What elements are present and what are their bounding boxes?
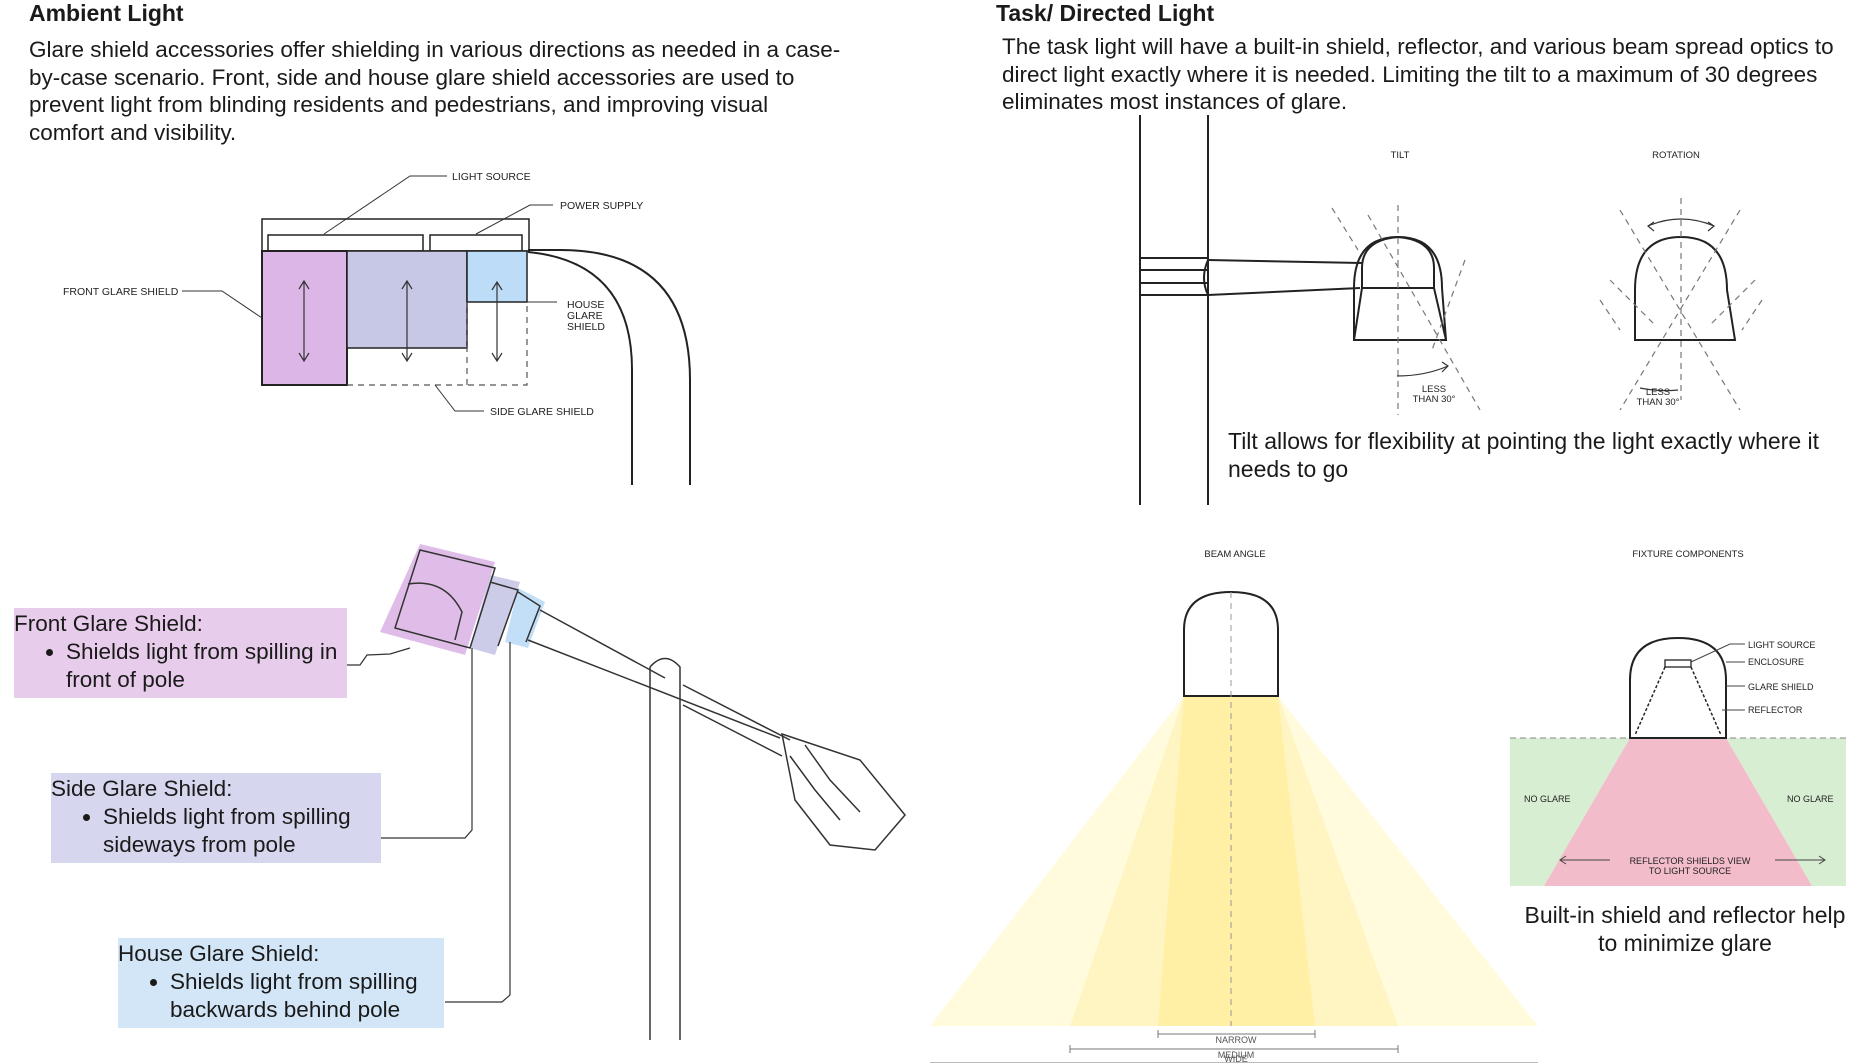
rotation-less-than-2: THAN 30° — [1637, 397, 1680, 408]
beam-medium-label: MEDIUM — [1218, 1050, 1255, 1060]
task-light-paragraph: The task light will have a built-in shie… — [1002, 34, 1834, 114]
side-glare-shield-bullet: Shields light from spilling sideways fro… — [103, 803, 381, 859]
streetlight-perspective — [347, 544, 906, 1040]
front-glare-shield-title: Front Glare Shield: — [14, 611, 203, 636]
no-glare-right-label: NO GLARE — [1787, 794, 1834, 804]
label-side-glare-shield: SIDE GLARE SHIELD — [490, 406, 594, 418]
front-glare-shield-bullet: Shields light from spilling in front of … — [66, 638, 347, 694]
tilt-rotation-diagram: TILT ROTATION LESS THAN 30° LESS THAN 30… — [1139, 115, 1763, 505]
front-glare-shield-box: Front Glare Shield: Shields light from s… — [14, 608, 347, 698]
fixture-components-diagram: FIXTURE COMPONENTS LIGHT SOURCE ENCLOSUR… — [1510, 549, 1846, 886]
house-glare-shield-title: House Glare Shield: — [118, 941, 320, 966]
no-glare-right-zone — [1726, 738, 1846, 886]
ambient-fixture-diagram: LIGHT SOURCE POWER SUPPLY FRONT GLARE SH… — [63, 171, 691, 485]
fixture-light-source-label: LIGHT SOURCE — [1748, 640, 1815, 650]
fixture-reflector-label: REFLECTOR — [1748, 705, 1803, 715]
label-light-source: LIGHT SOURCE — [452, 171, 531, 183]
house-glare-shield-bullet: Shields light from spilling backwards be… — [170, 968, 444, 1024]
reflector-view-label-2: TO LIGHT SOURCE — [1649, 866, 1731, 876]
reflector-view-label-1: REFLECTOR SHIELDS VIEW — [1630, 856, 1751, 866]
fixture-components-label: FIXTURE COMPONENTS — [1632, 549, 1743, 560]
rotation-less-than-1: LESS — [1646, 387, 1670, 398]
pole-arm-inner — [527, 251, 633, 485]
fixture-glare-shield-label: GLARE SHIELD — [1748, 682, 1814, 692]
ambient-light-paragraph: Glare shield accessories offer shielding… — [29, 37, 841, 145]
side-glare-shield-box: Side Glare Shield: Shields light from sp… — [51, 773, 381, 863]
label-house-glare-1: HOUSE — [567, 299, 604, 311]
label-house-glare-2: GLARE — [567, 310, 603, 322]
beam-angle-label: BEAM ANGLE — [1204, 549, 1265, 560]
no-glare-left-zone — [1510, 738, 1630, 886]
label-house-glare-3: SHIELD — [567, 321, 605, 333]
rotation-label: ROTATION — [1652, 150, 1700, 161]
side-glare-shield-title: Side Glare Shield: — [51, 776, 233, 801]
tilt-less-than-1: LESS — [1422, 384, 1446, 395]
glare-zone — [1544, 738, 1812, 886]
fixture-light-source — [1664, 659, 1692, 668]
beam-narrow-label: NARROW — [1216, 1035, 1258, 1045]
label-front-glare-shield: FRONT GLARE SHIELD — [63, 286, 179, 298]
house-glare-shield-box: House Glare Shield: Shields light from s… — [118, 938, 444, 1028]
beam-angle-diagram: BEAM ANGLE NARROW MEDIUM WIDE — [930, 549, 1538, 1063]
fixture-enclosure — [1629, 636, 1727, 739]
pole-arm-outer — [528, 249, 691, 485]
ambient-light-heading: Ambient Light — [29, 0, 184, 26]
light-source-box — [267, 234, 424, 252]
power-supply-box — [429, 234, 523, 252]
task-light-heading: Task/ Directed Light — [996, 0, 1215, 26]
beam-narrow — [1158, 696, 1315, 1026]
beam-wide-label: WIDE — [1224, 1054, 1248, 1063]
no-glare-left-label: NO GLARE — [1524, 794, 1571, 804]
tilt-label: TILT — [1391, 150, 1410, 161]
tilt-less-than-2: THAN 30° — [1413, 394, 1456, 405]
fixture-caption: Built-in shield and reflector help to mi… — [1524, 902, 1846, 956]
label-power-supply: POWER SUPPLY — [560, 200, 643, 212]
tilt-caption: Tilt allows for flexibility at pointing … — [1228, 427, 1838, 483]
fixture-enclosure-label: ENCLOSURE — [1748, 657, 1804, 667]
